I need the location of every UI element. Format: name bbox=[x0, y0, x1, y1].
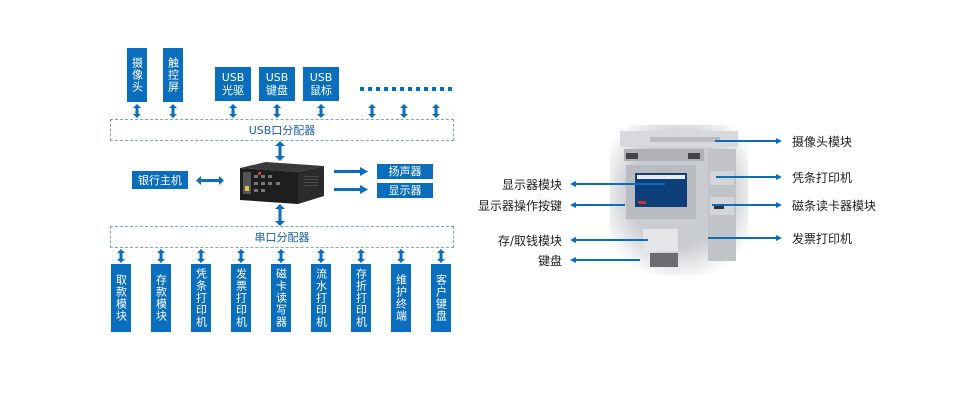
double-arrow-icon bbox=[317, 249, 325, 263]
pointer-arrow-icon bbox=[570, 181, 665, 187]
double-arrow-icon bbox=[273, 104, 281, 118]
pointer-arrow-icon bbox=[712, 202, 782, 208]
usb-hub: USB口分配器 bbox=[110, 119, 454, 141]
double-arrow-icon bbox=[157, 249, 165, 263]
host-link-arrow-icon bbox=[196, 176, 224, 185]
double-arrow-icon bbox=[237, 249, 245, 263]
serial-device: 发票打印机 bbox=[231, 264, 251, 332]
double-arrow-icon bbox=[277, 249, 285, 263]
serial-device: 存折打印机 bbox=[351, 264, 371, 332]
atm-machine-icon bbox=[610, 125, 748, 275]
double-arrow-icon bbox=[368, 104, 376, 118]
double-arrow-icon bbox=[133, 104, 141, 118]
double-arrow-icon bbox=[432, 104, 440, 118]
pointer-arrow-icon bbox=[716, 174, 782, 180]
bank-host: 银行主机 bbox=[132, 171, 188, 189]
double-arrow-icon bbox=[317, 249, 325, 263]
double-arrow-icon bbox=[357, 249, 365, 263]
double-arrow-icon bbox=[133, 104, 141, 118]
double-arrow-icon bbox=[357, 249, 365, 263]
serial-device: 取款模块 bbox=[111, 264, 131, 332]
device-touchscreen: 触控屏 bbox=[163, 48, 183, 102]
serial-device: 存款模块 bbox=[151, 264, 171, 332]
pointer-arrow-icon bbox=[715, 138, 782, 144]
double-arrow-icon bbox=[229, 104, 237, 118]
double-arrow-icon bbox=[277, 249, 285, 263]
double-arrow-icon bbox=[400, 104, 408, 118]
more-devices-ellipsis bbox=[360, 87, 452, 91]
double-arrow-icon bbox=[197, 249, 205, 263]
double-arrow-icon bbox=[400, 104, 408, 118]
atm-label-left: 存/取钱模块 bbox=[497, 234, 562, 248]
serial-device: 流水打印机 bbox=[311, 264, 331, 332]
double-arrow-icon bbox=[317, 104, 325, 118]
hub-to-host-arrow-icon bbox=[275, 141, 285, 161]
serial-device: 维护终端 bbox=[391, 264, 411, 332]
double-arrow-icon bbox=[437, 249, 445, 263]
pointer-arrow-icon bbox=[570, 202, 625, 208]
device-camera: 摄像头 bbox=[127, 48, 147, 102]
double-arrow-icon bbox=[229, 104, 237, 118]
double-arrow-icon bbox=[397, 249, 405, 263]
output-display: 显示器 bbox=[377, 183, 433, 198]
atm-label-left: 键盘 bbox=[537, 254, 562, 268]
double-arrow-icon bbox=[273, 104, 281, 118]
double-arrow-icon bbox=[197, 249, 205, 263]
serial-device: 凭条打印机 bbox=[191, 264, 211, 332]
double-arrow-icon bbox=[169, 104, 177, 118]
speaker-arrow-icon bbox=[334, 167, 368, 176]
pointer-arrow-icon bbox=[570, 237, 648, 243]
pointer-arrow-icon bbox=[570, 257, 640, 263]
pc-case-icon bbox=[240, 162, 324, 204]
double-arrow-icon bbox=[117, 249, 125, 263]
serial-device: 客户键盘 bbox=[431, 264, 451, 332]
pointer-arrow-icon bbox=[708, 235, 782, 241]
double-arrow-icon bbox=[432, 104, 440, 118]
double-arrow-icon bbox=[117, 249, 125, 263]
serial-hub: 串口分配器 bbox=[110, 226, 454, 248]
double-arrow-icon bbox=[368, 104, 376, 118]
output-speaker: 扬声器 bbox=[377, 164, 433, 179]
serial-device: 磁卡读写器 bbox=[271, 264, 291, 332]
display-arrow-icon bbox=[334, 185, 368, 194]
atm-label-left: 显示器操作按键 bbox=[477, 199, 562, 213]
atm-label-right: 摄像头模块 bbox=[792, 135, 853, 149]
atm-label-right: 凭条打印机 bbox=[792, 171, 853, 185]
double-arrow-icon bbox=[397, 249, 405, 263]
double-arrow-icon bbox=[437, 249, 445, 263]
atm-label-left: 显示器模块 bbox=[501, 178, 562, 192]
double-arrow-icon bbox=[169, 104, 177, 118]
host-to-serial-arrow-icon bbox=[275, 204, 285, 226]
double-arrow-icon bbox=[157, 249, 165, 263]
double-arrow-icon bbox=[237, 249, 245, 263]
atm-label-right: 磁条读卡器模块 bbox=[792, 199, 877, 213]
atm-label-right: 发票打印机 bbox=[792, 232, 853, 246]
double-arrow-icon bbox=[317, 104, 325, 118]
